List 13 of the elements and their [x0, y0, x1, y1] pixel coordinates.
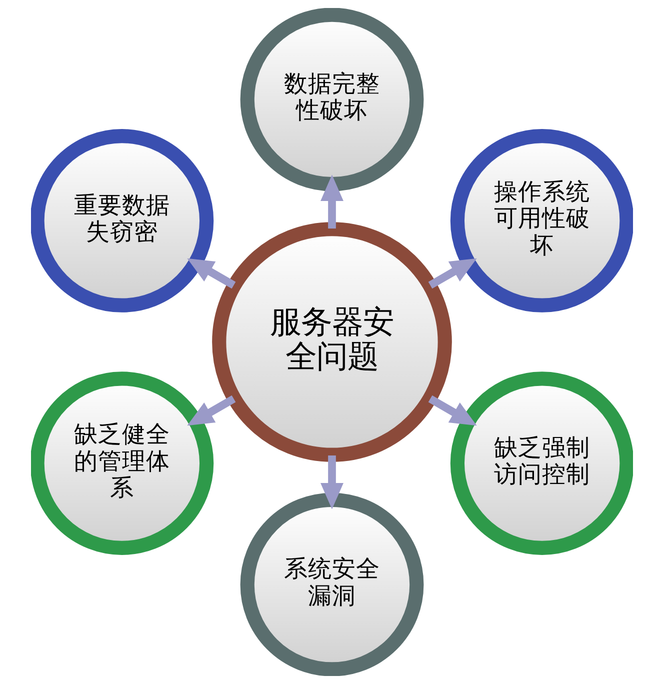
node-circle: 系统安全漏洞: [240, 492, 424, 676]
arrow: [320, 174, 344, 229]
node-circle: 缺乏健全的管理体系: [31, 372, 214, 555]
node-circle: 重要数据失窃密: [31, 129, 214, 312]
arrow: [187, 395, 236, 426]
arrow: [428, 258, 477, 289]
node-circle: 数据完整性破坏: [240, 8, 424, 192]
node-circle: 操作系统可用性破坏: [450, 129, 633, 312]
arrow: [187, 258, 236, 289]
node-circle: 服务器安全问题: [212, 222, 452, 462]
arrow: [428, 395, 477, 426]
node-circle: 缺乏强制访问控制: [450, 372, 633, 555]
arrow: [320, 455, 344, 510]
